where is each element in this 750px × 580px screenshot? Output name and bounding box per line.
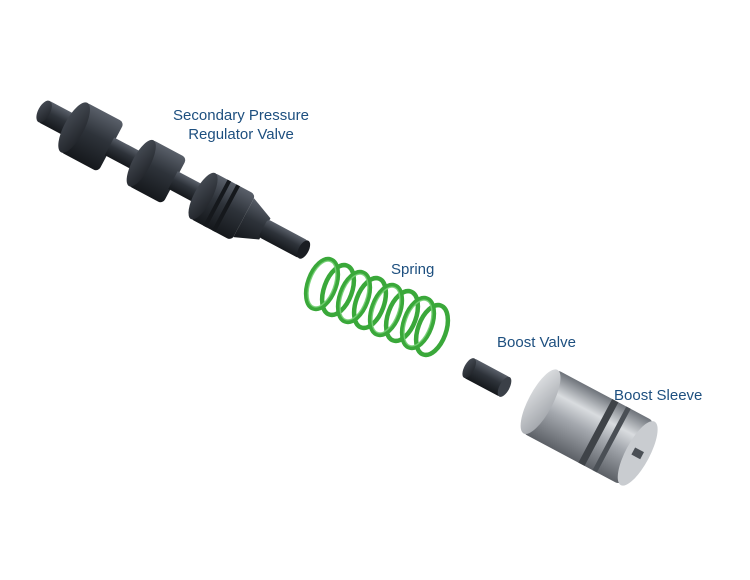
- boost-sleeve: [520, 369, 658, 486]
- secondary-pressure-regulator-valve-label: Secondary Pressure Regulator Valve: [168, 106, 314, 144]
- spring: [303, 256, 451, 358]
- secondary-pressure-regulator-valve-label-line-1: Secondary Pressure: [173, 107, 309, 124]
- spring-label: Spring: [391, 261, 435, 278]
- spring-highlight: [307, 260, 433, 347]
- boost-valve: [462, 358, 512, 397]
- boost-valve-label: Boost Valve: [497, 334, 576, 351]
- boost-sleeve-label: Boost Sleeve: [614, 387, 703, 404]
- secondary-pressure-regulator-valve-label-line-2: Regulator Valve: [188, 126, 294, 143]
- secondary-pressure-regulator-valve: [36, 100, 311, 259]
